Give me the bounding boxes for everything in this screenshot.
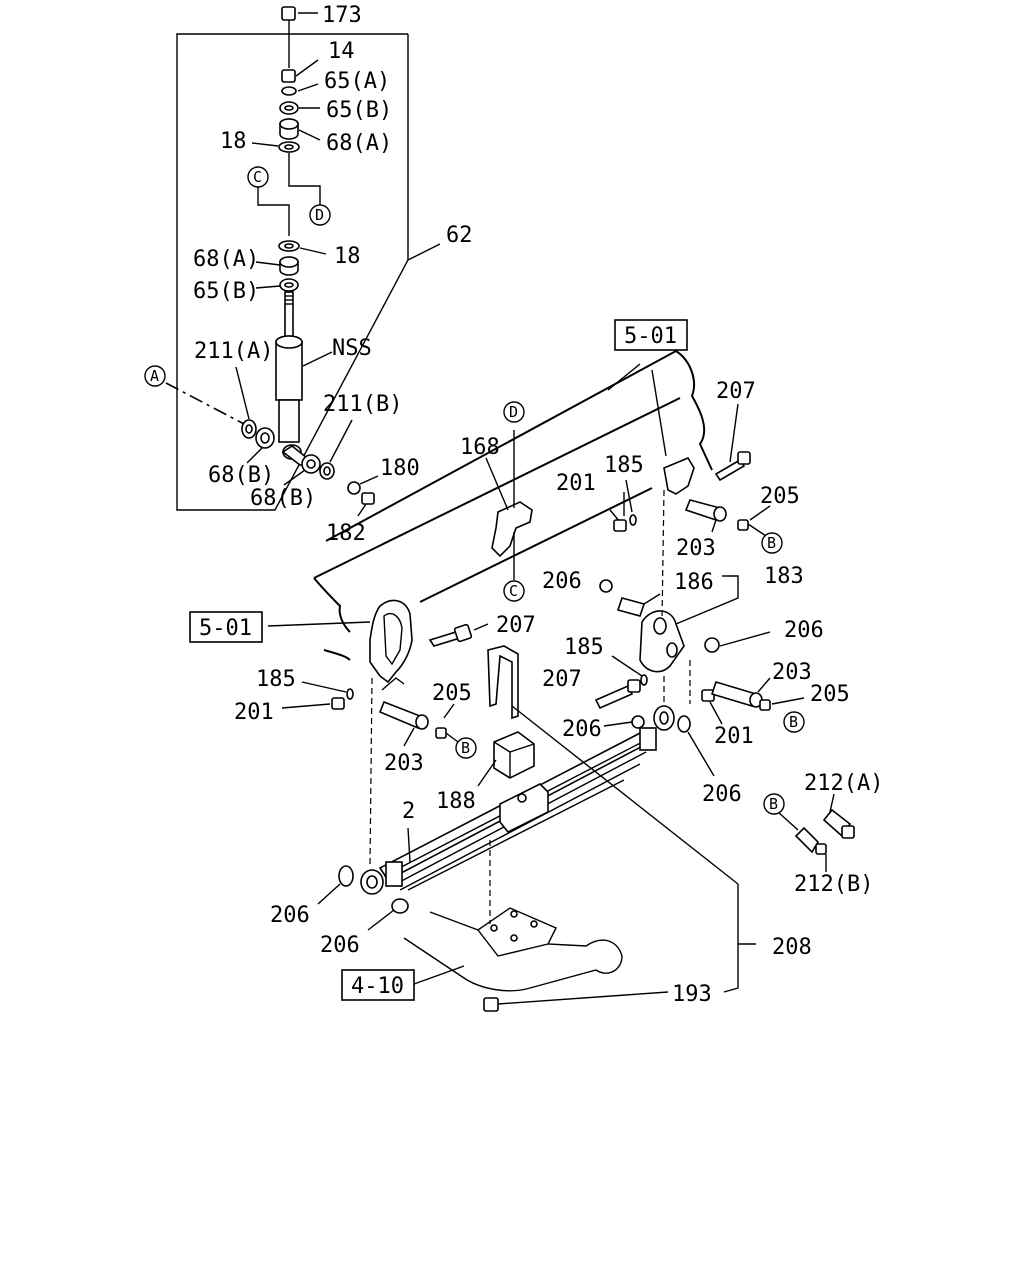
shock-absorber-assembly	[165, 6, 441, 517]
label-207-top: 207	[716, 379, 756, 404]
label-193: 193	[672, 982, 712, 1007]
label-168: 168	[460, 435, 500, 460]
label-62: 62	[446, 223, 473, 248]
bump-stopper-188	[477, 731, 535, 787]
label-206-d: 206	[702, 782, 742, 807]
label-173: 173	[322, 3, 362, 28]
label-68a-top: 68(A)	[326, 131, 392, 156]
label-65b-top: 65(B)	[326, 98, 392, 123]
svg-text:B: B	[767, 534, 776, 552]
u-bolt-208	[487, 645, 756, 993]
label-185-left: 185	[256, 667, 296, 692]
label-206-a: 206	[542, 569, 582, 594]
label-185-top: 185	[604, 453, 644, 478]
label-185-right: 185	[564, 635, 604, 660]
svg-text:A: A	[150, 367, 159, 385]
label-182: 182	[326, 521, 366, 546]
label-211a: 211(A)	[194, 339, 273, 364]
marker-C-bracket: C	[503, 580, 525, 602]
marker-A: A	[144, 365, 166, 387]
axle-4-10	[403, 907, 669, 1012]
label-65b-mid: 65(B)	[193, 279, 259, 304]
label-207-mid: 207	[496, 613, 536, 638]
label-206-b: 206	[784, 618, 824, 643]
label-nss: NSS	[332, 336, 372, 361]
label-186: 186	[674, 570, 714, 595]
marker-C-top: C	[247, 166, 269, 188]
label-188: 188	[436, 789, 476, 814]
marker-B-left: B	[455, 737, 477, 759]
label-18-top: 18	[220, 129, 247, 154]
svg-text:5-01: 5-01	[199, 616, 252, 641]
label-205-left: 205	[432, 681, 472, 706]
label-65a-top: 65(A)	[324, 69, 390, 94]
label-205-right: 205	[810, 682, 850, 707]
label-18-mid: 18	[334, 244, 361, 269]
label-201-top: 201	[556, 471, 596, 496]
marker-B-right: B	[783, 711, 805, 733]
label-212a: 212(A)	[804, 771, 883, 796]
label-203-left: 203	[384, 751, 424, 776]
svg-text:B: B	[461, 739, 470, 757]
label-2: 2	[402, 799, 415, 824]
marker-B-top-right: B	[761, 532, 783, 554]
label-205-top: 205	[760, 484, 800, 509]
svg-text:5-01: 5-01	[624, 324, 677, 349]
label-14: 14	[328, 39, 355, 64]
label-208: 208	[772, 935, 812, 960]
svg-text:B: B	[769, 795, 778, 813]
ref-box-4-10[interactable]: 4-10	[341, 969, 415, 1001]
marker-D-top: D	[309, 204, 331, 226]
label-180: 180	[380, 456, 420, 481]
label-206-f: 206	[320, 933, 360, 958]
svg-text:C: C	[509, 582, 518, 600]
frame-rail	[313, 349, 713, 661]
label-201-left: 201	[234, 700, 274, 725]
label-206-e: 206	[270, 903, 310, 928]
label-207-right: 207	[542, 667, 582, 692]
grease-nipples-212	[777, 793, 855, 872]
label-203-right: 203	[772, 660, 812, 685]
label-201-right: 201	[714, 724, 754, 749]
bracket-168	[485, 430, 533, 580]
label-68a-mid: 68(A)	[193, 247, 259, 272]
marker-D-bracket: D	[503, 401, 525, 423]
label-212b: 212(B)	[794, 872, 873, 897]
leaf-spring	[317, 705, 715, 931]
label-206-c: 206	[562, 717, 602, 742]
label-211b: 211(B)	[323, 392, 402, 417]
part-labels: 173 14 65(A) 65(B) 18 68(A) 18 68(A) 65(…	[193, 3, 883, 1007]
ref-box-5-01-left[interactable]: 5-01	[189, 611, 263, 643]
svg-text:D: D	[509, 403, 518, 421]
label-68b-bottom: 68(B)	[250, 486, 316, 511]
ref-box-5-01-top[interactable]: 5-01	[614, 319, 688, 351]
rear-shackle-183	[594, 403, 805, 729]
svg-text:B: B	[789, 713, 798, 731]
marker-B-grease: B	[763, 793, 785, 815]
label-183: 183	[764, 564, 804, 589]
svg-text:C: C	[253, 168, 262, 186]
svg-text:4-10: 4-10	[351, 974, 404, 999]
label-203-top: 203	[676, 536, 716, 561]
svg-text:D: D	[315, 206, 324, 224]
front-spring-hanger	[267, 599, 489, 867]
label-68b-left: 68(B)	[208, 463, 274, 488]
